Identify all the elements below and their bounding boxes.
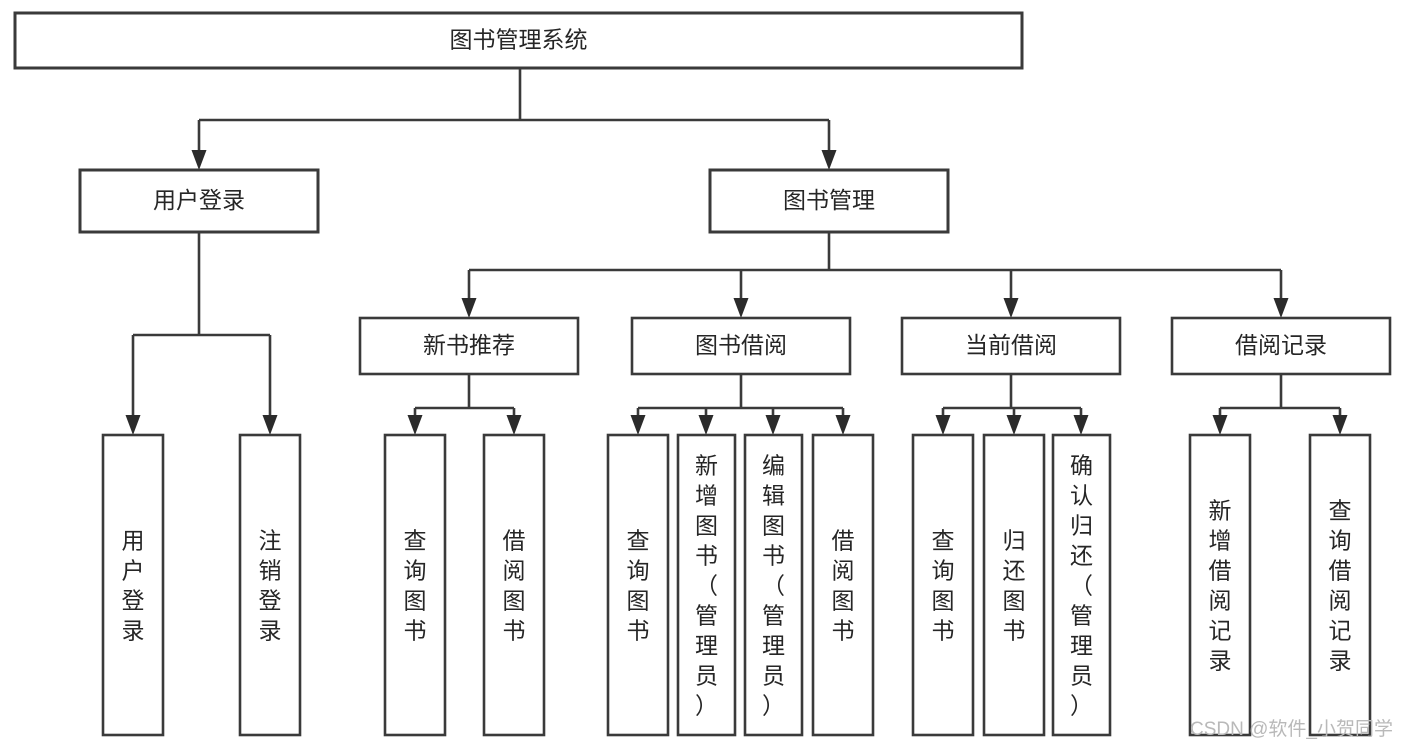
node-box-root[interactable] [13, 11, 1024, 70]
node-leaf-confirm-return[interactable]: 确认归还（管理员） [1051, 433, 1112, 737]
node-box-leaf-query-record[interactable] [1308, 433, 1372, 737]
node-leaf-return-book[interactable]: 归还图书 [982, 433, 1046, 737]
arrow-head-icon [1073, 415, 1089, 435]
node-label-new-book-recommend: 新书推荐 [423, 332, 515, 358]
arrow-head-icon [461, 298, 477, 318]
node-book-borrow[interactable]: 图书借阅 [630, 316, 852, 376]
node-new-book-recommend[interactable]: 新书推荐 [358, 316, 580, 376]
arrow-head-icon [821, 150, 837, 170]
arrow-head-icon [506, 415, 522, 435]
node-leaf-logout[interactable]: 注销登录 [238, 433, 302, 737]
connector-group-book-borrow-trunk [630, 374, 851, 435]
connector-group-current-borrow-trunk [935, 374, 1089, 435]
node-layer: 图书管理系统用户登录图书管理新书推荐图书借阅当前借阅借阅记录用户登录注销登录查询… [13, 11, 1392, 737]
node-box-leaf-add-book[interactable] [676, 433, 737, 737]
arrow-head-icon [407, 415, 423, 435]
node-label-leaf-logout: 注销登录 [259, 527, 282, 643]
connector-layer [125, 68, 1348, 435]
arrow-head-icon [1273, 298, 1289, 318]
arrow-head-icon [191, 150, 207, 170]
node-box-borrow-record[interactable] [1170, 316, 1392, 376]
node-box-leaf-query-book-3[interactable] [911, 433, 975, 737]
node-leaf-user-login[interactable]: 用户登录 [101, 433, 165, 737]
node-leaf-add-book[interactable]: 新增图书（管理员） [676, 433, 737, 737]
arrow-head-icon [935, 415, 951, 435]
node-book-management[interactable]: 图书管理 [708, 168, 950, 234]
connector-group-root-trunk [191, 68, 837, 170]
node-label-leaf-borrow-book-2: 借阅图书 [832, 527, 855, 643]
node-box-leaf-edit-book[interactable] [743, 433, 804, 737]
node-label-leaf-user-login: 用户登录 [122, 527, 145, 643]
arrow-head-icon [698, 415, 714, 435]
node-box-leaf-query-book-2[interactable] [606, 433, 670, 737]
arrow-head-icon [1212, 415, 1228, 435]
node-box-current-borrow[interactable] [900, 316, 1122, 376]
node-box-book-management[interactable] [708, 168, 950, 234]
node-label-leaf-add-record: 新增借阅记录 [1209, 497, 1232, 673]
arrow-head-icon [262, 415, 278, 435]
node-label-borrow-record: 借阅记录 [1235, 332, 1327, 358]
connector-group-book-management-trunk [461, 232, 1289, 318]
node-label-book-management: 图书管理 [783, 187, 875, 213]
node-label-current-borrow: 当前借阅 [965, 332, 1057, 358]
connector-group-new-book-trunk [407, 374, 522, 435]
node-leaf-edit-book[interactable]: 编辑图书（管理员） [743, 433, 804, 737]
node-user-login[interactable]: 用户登录 [78, 168, 320, 234]
node-leaf-borrow-book-2[interactable]: 借阅图书 [811, 433, 875, 737]
node-current-borrow[interactable]: 当前借阅 [900, 316, 1122, 376]
arrow-head-icon [630, 415, 646, 435]
node-box-leaf-user-login[interactable] [101, 433, 165, 737]
node-root[interactable]: 图书管理系统 [13, 11, 1024, 70]
arrow-head-icon [765, 415, 781, 435]
node-label-leaf-return-book: 归还图书 [1003, 527, 1026, 643]
node-leaf-query-book-3[interactable]: 查询图书 [911, 433, 975, 737]
arrow-head-icon [733, 298, 749, 318]
connector-group-user-login-trunk [125, 232, 278, 435]
node-box-leaf-query-book-1[interactable] [383, 433, 447, 737]
node-leaf-query-book-2[interactable]: 查询图书 [606, 433, 670, 737]
node-leaf-query-record[interactable]: 查询借阅记录 [1308, 433, 1372, 737]
node-box-leaf-borrow-book-2[interactable] [811, 433, 875, 737]
node-box-leaf-add-record[interactable] [1188, 433, 1252, 737]
node-borrow-record[interactable]: 借阅记录 [1170, 316, 1392, 376]
arrow-head-icon [835, 415, 851, 435]
connector-group-borrow-record-trunk [1212, 374, 1348, 435]
node-label-leaf-edit-book: 编辑图书（管理员） [762, 452, 785, 718]
node-box-leaf-logout[interactable] [238, 433, 302, 737]
node-box-leaf-borrow-book-1[interactable] [482, 433, 546, 737]
node-box-leaf-return-book[interactable] [982, 433, 1046, 737]
node-box-book-borrow[interactable] [630, 316, 852, 376]
watermark-label: CSDN @软件_小贺同学 [1190, 719, 1393, 740]
arrow-head-icon [125, 415, 141, 435]
node-leaf-borrow-book-1[interactable]: 借阅图书 [482, 433, 546, 737]
node-label-user-login: 用户登录 [153, 187, 245, 213]
arrow-head-icon [1003, 298, 1019, 318]
node-leaf-add-record[interactable]: 新增借阅记录 [1188, 433, 1252, 737]
node-label-leaf-query-book-2: 查询图书 [627, 527, 650, 643]
arrow-head-icon [1332, 415, 1348, 435]
node-box-user-login[interactable] [78, 168, 320, 234]
node-box-leaf-confirm-return[interactable] [1051, 433, 1112, 737]
node-box-new-book-recommend[interactable] [358, 316, 580, 376]
node-label-book-borrow: 图书借阅 [695, 332, 787, 358]
node-label-leaf-query-record: 查询借阅记录 [1329, 497, 1352, 673]
node-label-leaf-query-book-1: 查询图书 [404, 527, 427, 643]
node-leaf-query-book-1[interactable]: 查询图书 [383, 433, 447, 737]
arrow-head-icon [1006, 415, 1022, 435]
node-label-leaf-confirm-return: 确认归还（管理员） [1070, 452, 1093, 718]
node-label-leaf-borrow-book-1: 借阅图书 [503, 527, 526, 643]
node-label-leaf-add-book: 新增图书（管理员） [695, 452, 718, 718]
node-label-root: 图书管理系统 [450, 27, 588, 53]
node-label-leaf-query-book-3: 查询图书 [932, 527, 955, 643]
